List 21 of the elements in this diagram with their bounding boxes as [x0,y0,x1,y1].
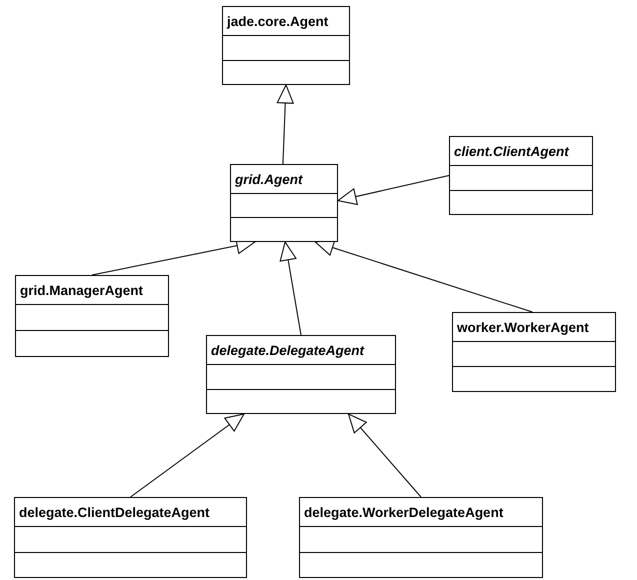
generalization-arrow [280,242,302,336]
generalization-arrow [130,414,244,498]
generalization-arrow [338,175,450,205]
class-box [449,136,593,215]
class-box [299,497,543,578]
class-name: grid.Agent [235,172,302,186]
class-box [222,6,350,85]
class-box [206,335,396,414]
class-box [452,312,616,392]
class-name: worker.WorkerAgent [457,320,589,334]
class-box [15,275,169,357]
class-name: delegate.ClientDelegateAgent [19,504,210,520]
generalization-arrow [276,84,294,164]
class-name: grid.ManagerAgent [20,282,144,298]
class-box [230,164,338,242]
class-name: delegate.WorkerDelegateAgent [304,504,504,520]
class-name: jade.core.Agent [227,14,328,28]
class-box [14,497,247,578]
generalization-arrow [348,414,422,498]
class-name: delegate.DelegateAgent [211,342,364,358]
class-name: client.ClientAgent [454,144,569,158]
